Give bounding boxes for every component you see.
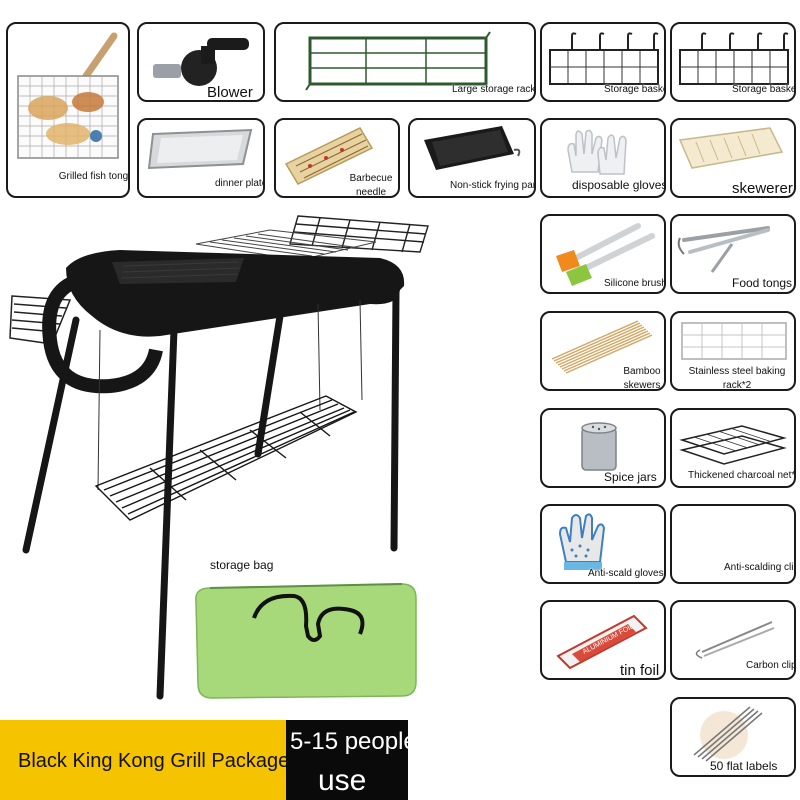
food-tongs-icon	[677, 226, 770, 273]
charcoal-net-icon	[679, 425, 787, 465]
food-tongs-label: Food tongs	[732, 276, 793, 290]
grill-illustration	[9, 215, 429, 700]
basket-2-label: Storage basket	[732, 84, 796, 95]
storage-bag-icon	[195, 583, 417, 699]
basket-1-label: Storage basket	[604, 84, 666, 95]
large-storage-rack-icon	[305, 31, 491, 91]
barbecue-needle-icon	[284, 127, 374, 185]
card-carbon-clip: Carbon clip	[670, 600, 796, 680]
silicone-brush-label: Silicone brush	[604, 278, 666, 289]
capacity-people: 5-15 people	[290, 728, 408, 755]
bamboo-skewers-icon	[551, 320, 653, 374]
card-fish-tongs: Grilled fish tongs	[6, 22, 130, 198]
blower-label: Blower	[207, 84, 253, 101]
card-dinner-plate: dinner plate	[137, 118, 265, 198]
fish-tongs-label: Grilled fish tongs	[58, 171, 130, 182]
spice-jar-icon	[581, 422, 617, 471]
card-blower: Blower	[137, 22, 265, 102]
fish-tongs-icon	[17, 32, 119, 159]
card-anti-scald-gloves: Anti-scald gloves	[540, 504, 666, 584]
anti-scald-glove-icon	[558, 513, 606, 570]
storage-bag-label: storage bag	[210, 558, 274, 572]
anti-scald-gloves-label: Anti-scald gloves	[588, 568, 664, 579]
frying-pan-icon	[424, 126, 521, 170]
disposable-gloves-label: disposable gloves	[572, 178, 666, 192]
card-basket-1: Storage basket	[540, 22, 666, 102]
card-skewerer: skewerer	[670, 118, 796, 198]
package-banner	[0, 720, 300, 800]
blower-icon	[153, 38, 249, 86]
charcoal-net-label: Thickened charcoal net*2	[688, 470, 796, 481]
package-name: Black King Kong Grill Package B	[18, 750, 309, 772]
large-rack-label: Large storage rack	[452, 84, 536, 95]
storage-basket-icon	[679, 32, 789, 85]
tin-foil-icon	[556, 614, 648, 670]
carbon-clip-icon	[695, 621, 775, 659]
card-basket-2: Storage basket	[670, 22, 796, 102]
carbon-clip-label: Carbon clip	[746, 660, 796, 671]
card-baking-rack: Stainless steel baking rack*2	[670, 311, 796, 391]
flat-labels-icon	[693, 706, 763, 762]
tin-foil-label: tin foil	[620, 662, 660, 679]
barbecue-needle-label: Barbecue needle	[349, 173, 393, 198]
card-frying-pan: Non-stick frying pan	[408, 118, 536, 198]
dinner-plate-label: dinner plate	[215, 178, 265, 189]
capacity-box	[286, 720, 408, 800]
flat-labels-label: 50 flat labels	[710, 759, 778, 773]
spice-jars-label: Spice jars	[604, 470, 657, 484]
card-food-tongs: Food tongs	[670, 214, 796, 294]
card-bamboo-skewers: Bamboo skewers	[540, 311, 666, 391]
storage-basket-icon	[549, 32, 659, 85]
card-flat-labels: 50 flat labels	[670, 697, 796, 777]
silicone-brush-icon	[556, 223, 655, 286]
card-anti-scald-clip: Anti-scalding clip	[670, 504, 796, 584]
skewerer-icon	[678, 127, 784, 169]
anti-scald-clip-label: Anti-scalding clip	[724, 562, 796, 573]
frying-pan-label: Non-stick frying pan	[450, 180, 536, 191]
card-tin-foil: ALUMINIUM FOIL tin foil	[540, 600, 666, 680]
baking-rack-label: Stainless steel baking rack*2	[688, 366, 786, 391]
dinner-plate-icon	[147, 128, 253, 170]
card-barbecue-needle: Barbecue needle	[274, 118, 400, 198]
card-disposable-gloves: disposable gloves	[540, 118, 666, 198]
bamboo-skewers-label: Bamboo skewers	[623, 366, 661, 391]
disposable-gloves-icon	[567, 129, 627, 175]
capacity-use: use	[318, 764, 367, 797]
card-charcoal-net: Thickened charcoal net*2	[670, 408, 796, 488]
card-spice-jars: Spice jars	[540, 408, 666, 488]
baking-rack-icon	[681, 322, 787, 360]
card-silicone-brush: Silicone brush	[540, 214, 666, 294]
card-large-rack: Large storage rack	[274, 22, 536, 102]
skewerer-label: skewerer	[732, 180, 793, 197]
